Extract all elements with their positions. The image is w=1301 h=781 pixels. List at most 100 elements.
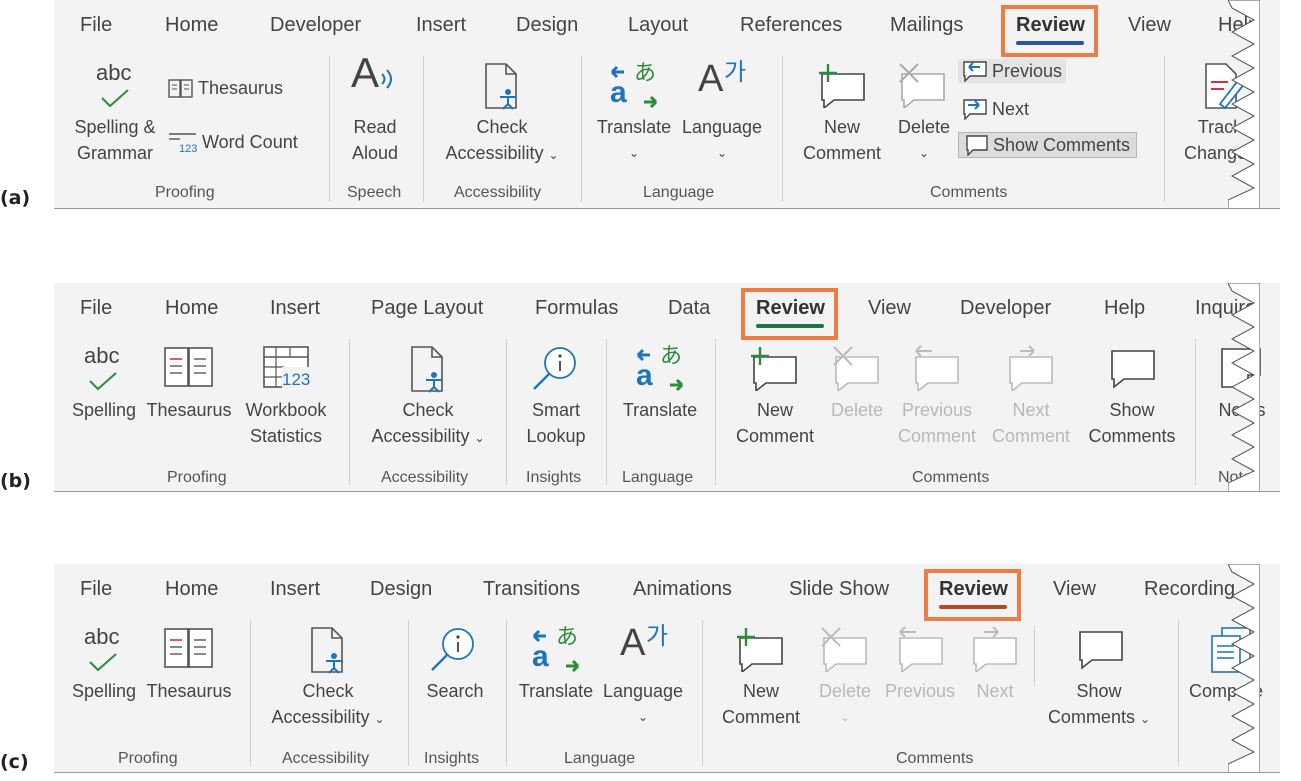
next-comment-button[interactable]: Next <box>962 98 1029 120</box>
tab-transitions[interactable]: Transitions <box>483 578 581 600</box>
smart-lookup-icon <box>516 343 596 397</box>
delete-comment-button[interactable]: Delete ⌄ <box>890 60 958 166</box>
previous-comment-icon <box>963 61 987 82</box>
translate-button[interactable]: あ a Translate <box>516 624 596 704</box>
track-changes-icon <box>1176 60 1264 114</box>
tab-data[interactable]: Data <box>668 297 711 319</box>
check-accessibility-button[interactable]: Check Accessibility ⌄ <box>434 60 570 168</box>
tab-insert[interactable]: Insert <box>270 578 321 600</box>
delete-comment-button[interactable]: Delete ⌄ <box>812 624 878 730</box>
spelling-button[interactable]: abc Spelling <box>66 343 142 423</box>
group-separator <box>581 56 582 202</box>
tab-file[interactable]: File <box>80 297 113 319</box>
show-comments-button[interactable]: Show Comments <box>958 132 1138 158</box>
previous-comment-button[interactable]: Previous Comment <box>892 343 982 449</box>
tab-review[interactable]: Review <box>756 297 825 319</box>
delete-comment-button[interactable]: Delete <box>824 343 890 423</box>
tab-insert[interactable]: Insert <box>416 14 467 36</box>
next-comment-button[interactable]: Next <box>962 624 1028 704</box>
tab-slide-show[interactable]: Slide Show <box>789 578 890 600</box>
group-label-accessibility: Accessibility <box>381 469 469 486</box>
group-label-accessibility: Accessibility <box>454 184 542 201</box>
group-label-language: Language <box>643 184 715 201</box>
powerpoint-review-ribbon: File Home Insert Design Transitions Anim… <box>54 564 1280 773</box>
tab-design[interactable]: Design <box>370 578 433 600</box>
delete-comment-icon <box>812 624 878 678</box>
tab-help[interactable]: Help <box>1104 297 1146 319</box>
read-aloud-icon: A <box>339 52 411 114</box>
book-icon <box>144 343 234 397</box>
check-accessibility-button[interactable]: Check Accessibility ⌄ <box>260 624 396 732</box>
panel-label: (a) <box>0 187 31 209</box>
thesaurus-button[interactable]: Thesaurus <box>144 624 234 704</box>
workbook-statistics-button[interactable]: 123 Workbook Statistics <box>238 343 334 449</box>
show-comments-button[interactable]: Show Comments <box>1082 343 1182 449</box>
translate-icon: あ a <box>532 624 580 673</box>
group-separator <box>1195 339 1196 485</box>
translate-button[interactable]: あ a Translate ⌄ <box>594 60 674 166</box>
tab-developer[interactable]: Developer <box>270 14 362 36</box>
tab-view[interactable]: View <box>1128 14 1171 36</box>
search-icon <box>418 624 492 678</box>
review-tab-highlight <box>924 569 1021 621</box>
next-comment-icon <box>963 99 987 120</box>
new-comment-button[interactable]: New Comment <box>714 624 808 730</box>
chevron-down-icon: ⌄ <box>637 710 649 724</box>
tab-formulas[interactable]: Formulas <box>535 297 619 319</box>
group-separator <box>408 620 409 766</box>
chevron-down-icon: ⌄ <box>839 710 851 724</box>
tab-file[interactable]: File <box>80 14 113 36</box>
read-aloud-button[interactable]: A Read Aloud <box>339 52 411 166</box>
new-comment-button[interactable]: New Comment <box>796 60 888 166</box>
spelling-grammar-button[interactable]: abc Spelling & Grammar <box>68 60 162 166</box>
group-label-speech: Speech <box>347 184 402 201</box>
check-accessibility-button[interactable]: Check Accessibility ⌄ <box>360 343 496 451</box>
spelling-button[interactable]: abc Spelling <box>66 624 142 704</box>
smart-lookup-button[interactable]: Smart Lookup <box>516 343 596 449</box>
tab-recording[interactable]: Recording <box>1144 578 1236 600</box>
tab-home[interactable]: Home <box>165 297 219 319</box>
chevron-down-icon: ⌄ <box>716 146 728 160</box>
previous-comment-button[interactable]: Previous <box>880 624 960 704</box>
tab-page-layout[interactable]: Page Layout <box>371 297 484 319</box>
thesaurus-button[interactable]: Thesaurus <box>144 343 234 423</box>
compare-button[interactable]: Compare <box>1186 624 1266 704</box>
translate-button[interactable]: あ a Translate <box>620 343 700 423</box>
track-changes-button[interactable]: Track Changes <box>1176 60 1264 166</box>
tab-view[interactable]: View <box>1053 578 1096 600</box>
tab-insert[interactable]: Insert <box>270 297 321 319</box>
tab-animations[interactable]: Animations <box>633 578 732 600</box>
tab-view[interactable]: View <box>868 297 911 319</box>
language-button[interactable]: A 가 Language ⌄ <box>680 60 764 166</box>
chevron-down-icon: ⌄ <box>918 146 930 160</box>
show-comments-button[interactable]: Show Comments ⌄ <box>1044 624 1154 732</box>
tab-developer[interactable]: Developer <box>960 297 1052 319</box>
active-tab-underline <box>1016 41 1084 45</box>
previous-comment-button[interactable]: Previous <box>958 59 1067 83</box>
tab-design[interactable]: Design <box>516 14 579 36</box>
tab-review[interactable]: Review <box>939 578 1008 600</box>
language-button[interactable]: A 가 Language ⌄ <box>600 624 686 730</box>
tab-home[interactable]: Home <box>165 578 219 600</box>
word-count-button[interactable]: 123 Word Count <box>168 131 298 153</box>
tab-review[interactable]: Review <box>1016 14 1085 36</box>
review-tab-highlight <box>741 288 838 340</box>
new-comment-button[interactable]: New Comment <box>728 343 822 449</box>
thesaurus-button[interactable]: Thesaurus <box>168 78 283 99</box>
new-comment-icon <box>714 624 808 678</box>
search-button[interactable]: Search <box>418 624 492 704</box>
tab-references[interactable]: References <box>740 14 843 36</box>
next-comment-button[interactable]: Next Comment <box>986 343 1076 449</box>
tab-layout[interactable]: Layout <box>628 14 689 36</box>
group-separator <box>1034 626 1035 686</box>
spelling-check-icon: abc <box>66 343 142 397</box>
group-label-proofing: Proofing <box>155 184 215 201</box>
book-icon <box>168 78 193 98</box>
svg-text:123: 123 <box>282 370 310 389</box>
language-icon: A 가 <box>620 622 669 664</box>
tab-mailings[interactable]: Mailings <box>890 14 964 36</box>
tab-home[interactable]: Home <box>165 14 219 36</box>
new-comment-icon <box>728 343 822 397</box>
active-tab-underline <box>939 605 1007 609</box>
tab-file[interactable]: File <box>80 578 113 600</box>
